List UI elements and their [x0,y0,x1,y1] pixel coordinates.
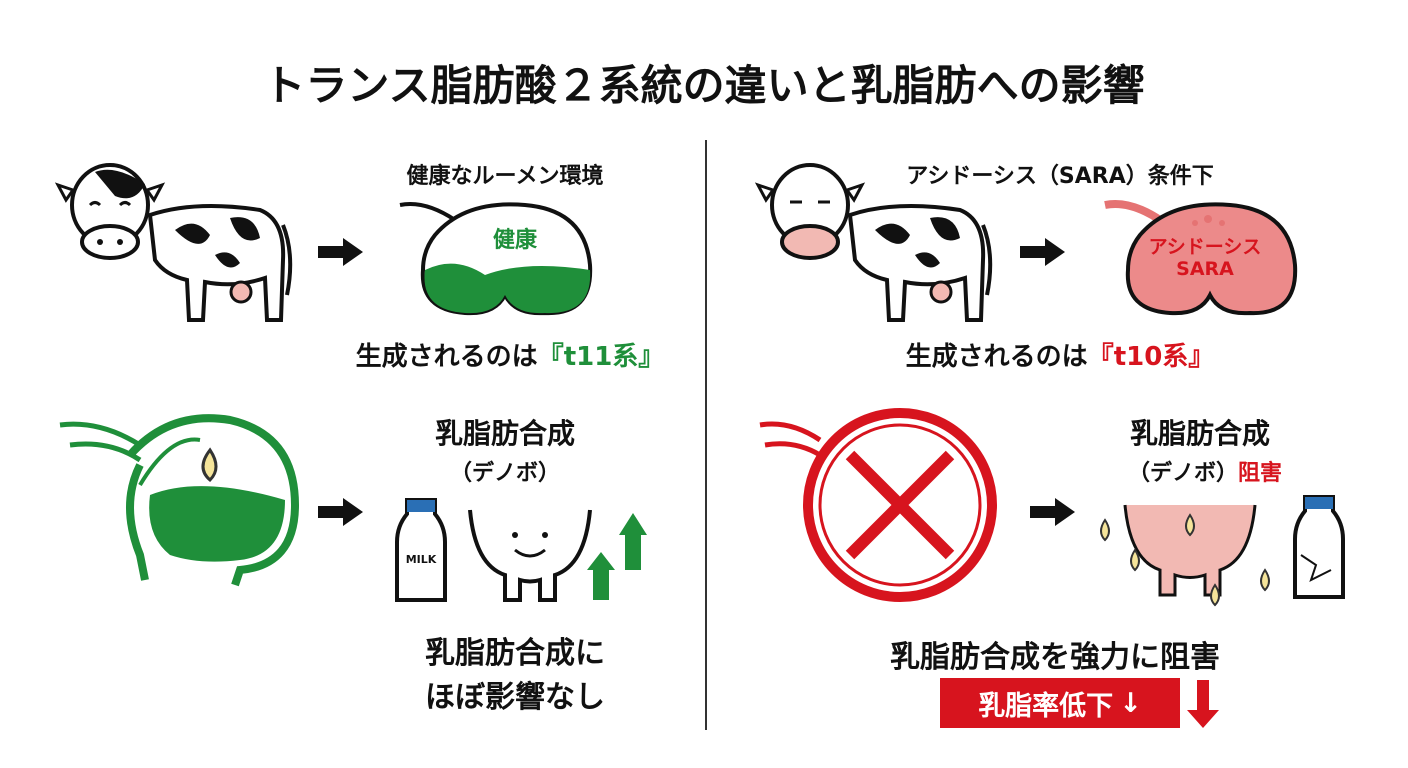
healthy-cow-icon [54,163,293,322]
prohibited-rumen-icon [759,408,997,602]
t11-type: 『t11系』 [537,342,665,372]
inhibit-label: 阻害 [1238,461,1283,486]
arrow-icon [318,498,363,526]
produced-prefix: 生成されるのは [905,342,1088,372]
acidotic-rumen-icon [1104,200,1298,316]
rumen-acidosis-text: アシドーシス [1148,236,1262,258]
produced-prefix: 生成されるのは [355,342,538,372]
produced-t10-label: 生成されるのは『t10系』 [906,336,1215,373]
arrow-icon [1020,238,1065,266]
milk-label: MILK [405,553,437,566]
healthy-rumen-label: 健康なルーメン環境 [406,164,604,189]
t10-type: 『t10系』 [1087,342,1215,372]
healthy-rumen-icon [399,202,593,316]
result-line-1: 乳脂肪合成に [425,636,605,671]
page-title: トランス脂肪酸２系統の違いと乳脂肪への影響 [263,61,1145,110]
result-line-2: ほぼ影響なし [425,680,605,715]
sick-cow-icon [754,163,993,322]
synthesis-sub: （デノボ） [449,461,561,486]
down-arrow-icon: ↓ [1119,687,1142,719]
banner-text: 乳脂率低下 [978,690,1114,722]
divider [705,140,707,730]
milk-bottle-icon [395,498,447,602]
green-rumen-cycle-icon [59,414,300,587]
synthesis-sub-right: （デノボ）阻害 [1128,455,1282,487]
red-down-arrow-icon [1187,680,1219,728]
sad-udder-icon [1100,504,1270,607]
happy-udder-icon [468,509,592,602]
result-inhibit: 乳脂肪合成を強力に阻害 [890,640,1220,675]
synthesis-title: 乳脂肪合成 [434,417,576,450]
synthesis-title-right: 乳脂肪合成 [1129,417,1271,450]
rumen-sara-text: SARA [1176,258,1234,280]
arrow-icon [318,238,363,266]
up-arrows-icon [587,513,647,600]
synthesis-sub: （デノボ） [1127,461,1238,486]
arrow-icon [1030,498,1075,526]
produced-t11-label: 生成されるのは『t11系』 [356,336,665,373]
milk-fat-decrease-badge: 乳脂率低下↓ [940,678,1180,728]
sara-condition-label: アシドーシス（SARA）条件下 [906,164,1214,189]
rumen-healthy-text: 健康 [492,228,538,253]
broken-milk-bottle-icon [1293,495,1345,599]
